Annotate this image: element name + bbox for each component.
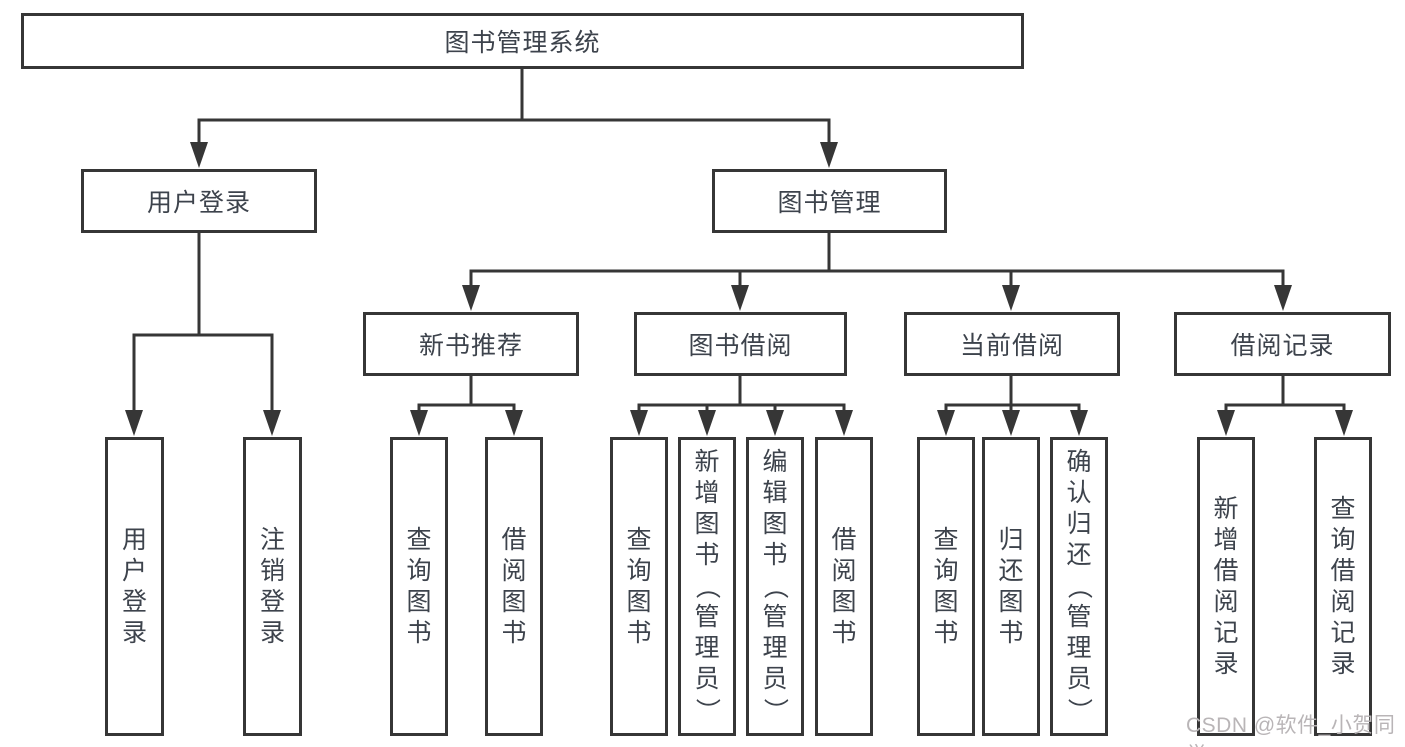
node-leaf-return-book-label: 归还图书: [998, 525, 1024, 647]
node-leaf-borrow-book-recommend: 借阅图书: [485, 437, 543, 736]
node-book-management-label: 图书管理: [777, 189, 882, 217]
node-leaf-add-borrow-record-label: 新增借阅记录: [1213, 494, 1239, 678]
node-leaf-logout-label: 注销登录: [259, 525, 285, 647]
node-leaf-add-book-admin: 新增图书（管理员）: [678, 437, 736, 736]
node-leaf-query-borrow-record: 查询借阅记录: [1314, 437, 1372, 736]
node-book-management: 图书管理: [712, 169, 947, 233]
node-leaf-logout: 注销登录: [243, 437, 302, 736]
node-leaf-borrow-book: 借阅图书: [815, 437, 873, 736]
node-book-borrow-label: 图书借阅: [688, 332, 793, 360]
node-leaf-query-book-recommend-label: 查询图书: [406, 525, 432, 647]
node-leaf-confirm-return-admin: 确认归还（管理员）: [1050, 437, 1108, 736]
node-leaf-user-login: 用户登录: [105, 437, 164, 736]
node-new-book-recommend-label: 新书推荐: [418, 332, 523, 360]
node-leaf-add-borrow-record: 新增借阅记录: [1197, 437, 1255, 736]
node-new-book-recommend: 新书推荐: [363, 312, 579, 376]
node-root-label: 图书管理系统: [444, 29, 601, 57]
node-leaf-confirm-return-admin-label: 确认归还（管理员）: [1065, 448, 1094, 724]
node-current-borrow-label: 当前借阅: [959, 332, 1064, 360]
node-leaf-query-book-current-label: 查询图书: [933, 525, 959, 647]
node-root: 图书管理系统: [21, 13, 1024, 69]
node-leaf-user-login-label: 用户登录: [121, 525, 147, 647]
node-leaf-query-book-borrow-label: 查询图书: [626, 525, 652, 647]
node-leaf-edit-book-admin: 编辑图书（管理员）: [746, 437, 804, 736]
node-borrow-record: 借阅记录: [1174, 312, 1391, 376]
csdn-watermark: CSDN @软件_小贺同学: [1186, 714, 1396, 747]
node-leaf-query-book-borrow: 查询图书: [610, 437, 668, 736]
node-leaf-edit-book-admin-label: 编辑图书（管理员）: [761, 448, 790, 724]
node-current-borrow: 当前借阅: [904, 312, 1120, 376]
node-leaf-borrow-book-label: 借阅图书: [831, 525, 857, 647]
node-borrow-record-label: 借阅记录: [1230, 332, 1335, 360]
node-leaf-query-borrow-record-label: 查询借阅记录: [1330, 494, 1356, 678]
arrowheads: [125, 142, 1353, 436]
node-book-borrow: 图书借阅: [634, 312, 847, 376]
node-leaf-query-book-current: 查询图书: [917, 437, 975, 736]
node-leaf-add-book-admin-label: 新增图书（管理员）: [693, 448, 722, 724]
node-leaf-borrow-book-recommend-label: 借阅图书: [501, 525, 527, 647]
node-leaf-query-book-recommend: 查询图书: [390, 437, 448, 736]
node-user-login: 用户登录: [81, 169, 317, 233]
node-leaf-return-book: 归还图书: [982, 437, 1040, 736]
node-user-login-label: 用户登录: [146, 189, 251, 217]
connector-paths: [132, 67, 1346, 415]
